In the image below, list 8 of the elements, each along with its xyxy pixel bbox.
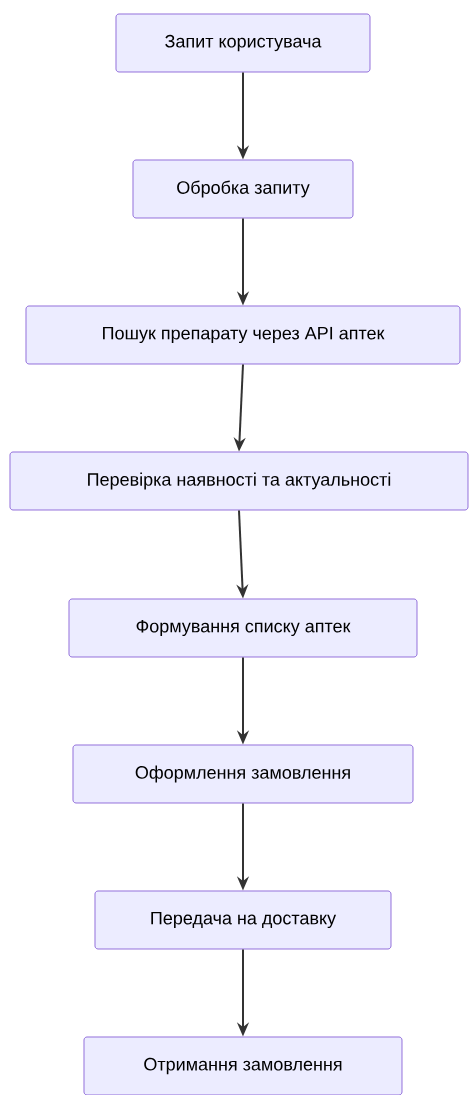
process-box: Формування списку аптек — [68, 598, 418, 658]
process-box: Оформлення замовлення — [72, 744, 414, 804]
process-box: Пошук препарату через API аптек — [25, 305, 461, 365]
process-box: Отримання замовлення — [83, 1036, 403, 1095]
process-box: Запит користувача — [115, 13, 371, 73]
process-box: Обробка запиту — [132, 159, 354, 219]
process-box: Передача на доставку — [94, 890, 392, 950]
process-box: Перевірка наявності та актуальності — [9, 451, 469, 511]
